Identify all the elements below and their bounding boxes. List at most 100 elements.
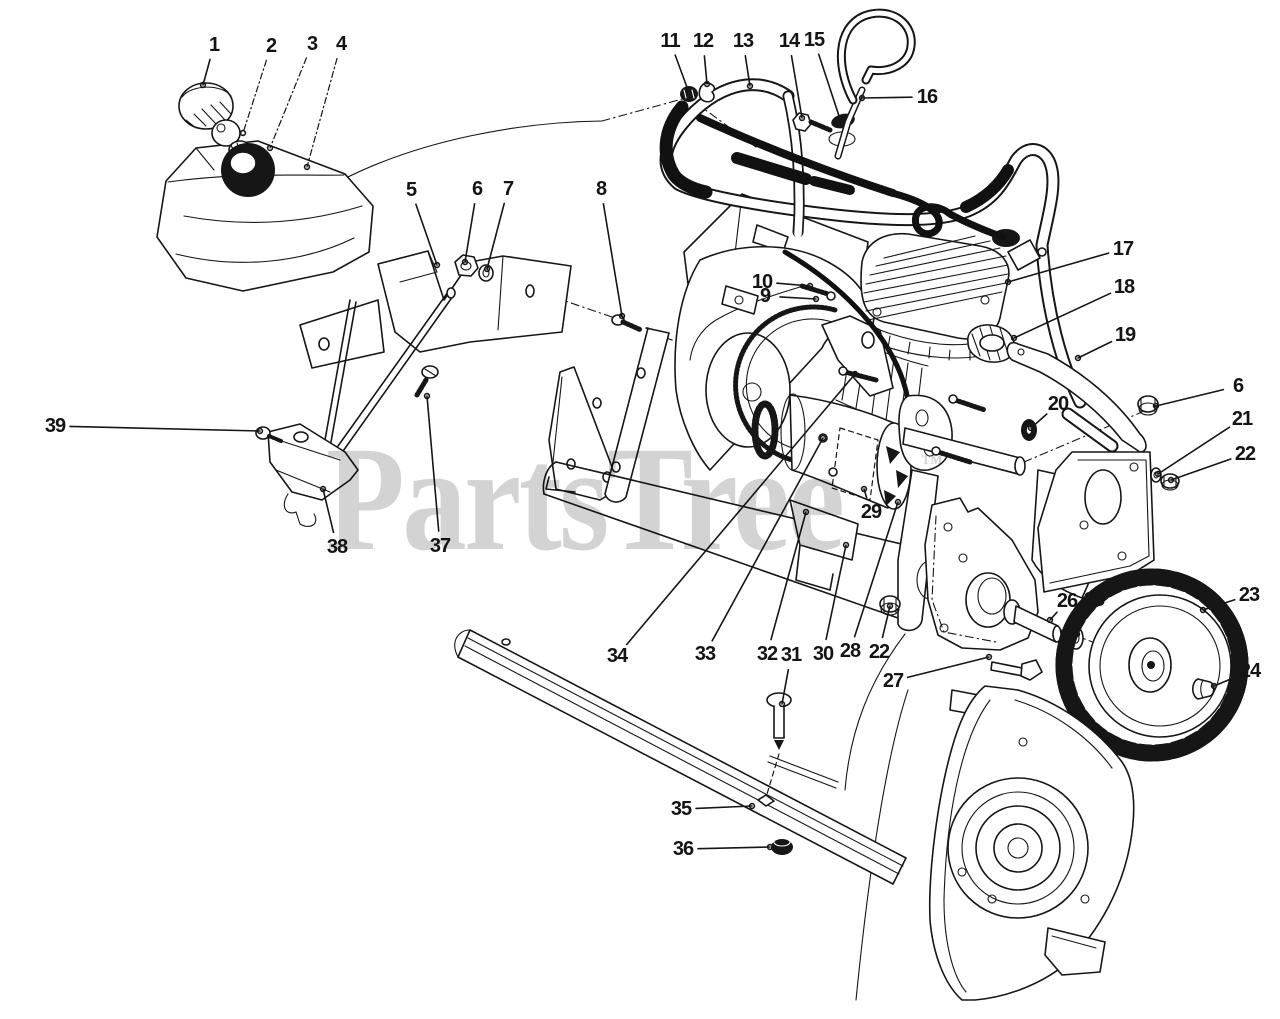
support-rod-bracket bbox=[267, 287, 456, 527]
leader-line-26 bbox=[1049, 611, 1058, 621]
callout-27: 27 bbox=[883, 653, 993, 692]
leader-endpoint-27 bbox=[985, 653, 993, 661]
leader-line-36 bbox=[697, 846, 771, 850]
blade-bar bbox=[454, 629, 907, 885]
leader-endpoint-23 bbox=[1199, 606, 1207, 614]
leader-endpoint-11 bbox=[684, 86, 692, 94]
leader-endpoint-35 bbox=[748, 802, 756, 810]
axle-cap bbox=[1191, 678, 1215, 700]
watermark-trademark: ™ bbox=[921, 450, 943, 475]
leader-line-6 bbox=[464, 203, 476, 263]
leader-line-16 bbox=[861, 96, 913, 99]
leader-line-4 bbox=[306, 57, 338, 168]
part-number-20: 20 bbox=[1048, 393, 1069, 415]
leader-line-28 bbox=[853, 501, 899, 638]
leader-line-24 bbox=[1213, 675, 1237, 687]
watermark: PartsTree bbox=[326, 424, 845, 574]
leader-endpoint-7 bbox=[483, 265, 491, 273]
nut-22a bbox=[1160, 473, 1180, 489]
callout-14: 14 bbox=[779, 30, 806, 122]
part-number-27: 27 bbox=[883, 670, 904, 692]
leader-line-20 bbox=[1030, 413, 1048, 429]
leader-line-10 bbox=[776, 282, 811, 287]
callout-16: 16 bbox=[858, 86, 939, 108]
leader-line-14 bbox=[790, 54, 803, 119]
leader-endpoint-3 bbox=[266, 144, 274, 152]
callout-35: 35 bbox=[671, 798, 756, 820]
callout-26: 26 bbox=[1046, 590, 1079, 624]
leader-endpoint-22 bbox=[1167, 476, 1175, 484]
starter-pinion bbox=[751, 400, 779, 460]
part-number-19: 19 bbox=[1115, 324, 1136, 346]
callout-38: 38 bbox=[319, 485, 349, 558]
callout-18: 18 bbox=[1010, 276, 1136, 342]
spark-plug bbox=[1007, 239, 1041, 271]
part-number-18: 18 bbox=[1114, 276, 1135, 298]
leader-endpoint-13 bbox=[746, 82, 754, 90]
leader-endpoint-9 bbox=[812, 295, 820, 303]
leader-endpoint-33 bbox=[819, 434, 827, 442]
part-number-25: 25 bbox=[1084, 589, 1105, 611]
leader-endpoint-26 bbox=[1046, 616, 1054, 624]
callout-36: 36 bbox=[673, 838, 774, 860]
callout-7: 7 bbox=[483, 178, 515, 273]
callout-19: 19 bbox=[1074, 324, 1137, 362]
callout-20: 20 bbox=[1027, 393, 1070, 432]
leader-endpoint-30 bbox=[842, 541, 850, 549]
callout-22: 22 bbox=[1167, 443, 1257, 484]
fuel-cap bbox=[178, 82, 234, 130]
leader-line-34 bbox=[625, 373, 856, 646]
handle-grip bbox=[731, 152, 812, 185]
leader-endpoint-1 bbox=[199, 81, 207, 89]
blower-housing bbox=[844, 633, 1135, 1001]
part-number-38: 38 bbox=[327, 536, 348, 558]
leader-line-17 bbox=[1007, 252, 1110, 283]
watermark-text: PartsTree bbox=[326, 416, 845, 582]
leader-endpoint-31 bbox=[778, 700, 786, 708]
part-number-26: 26 bbox=[1057, 590, 1078, 612]
leader-endpoint-20 bbox=[1027, 424, 1035, 432]
upper-bracket bbox=[299, 250, 572, 369]
leader-line-29 bbox=[863, 488, 868, 499]
leader-line-25 bbox=[1076, 612, 1089, 635]
leader-endpoint-39 bbox=[256, 427, 264, 435]
hex-nut-6 bbox=[454, 254, 479, 277]
part-number-1: 1 bbox=[209, 34, 220, 56]
leader-line-37 bbox=[426, 395, 440, 532]
leader-line-12 bbox=[703, 55, 708, 85]
callout-24: 24 bbox=[1210, 660, 1263, 690]
part-number-22: 22 bbox=[1235, 443, 1256, 465]
leader-endpoint-6 bbox=[1152, 402, 1160, 410]
leader-endpoint-2 bbox=[239, 129, 247, 137]
callout-23: 23 bbox=[1199, 584, 1261, 614]
leader-endpoint-22 bbox=[886, 602, 894, 610]
callout-8: 8 bbox=[596, 178, 626, 320]
leader-line-6 bbox=[1155, 388, 1225, 407]
callout-31: 31 bbox=[778, 644, 803, 708]
callout-13: 13 bbox=[733, 30, 755, 90]
part-number-9: 9 bbox=[760, 285, 771, 307]
part-number-22: 22 bbox=[869, 641, 890, 663]
callout-10: 10 bbox=[752, 271, 814, 293]
callout-9: 9 bbox=[760, 285, 820, 307]
part-number-8: 8 bbox=[596, 178, 607, 200]
part-number-23: 23 bbox=[1239, 584, 1260, 606]
part-number-31: 31 bbox=[781, 644, 802, 666]
leader-endpoint-19 bbox=[1074, 354, 1082, 362]
leader-line-35 bbox=[695, 805, 753, 810]
drive-wheel bbox=[1055, 568, 1249, 762]
part-number-15: 15 bbox=[804, 29, 825, 51]
part-number-13: 13 bbox=[733, 30, 754, 52]
part-number-30: 30 bbox=[813, 643, 834, 665]
throttle-cable bbox=[689, 283, 836, 361]
handle-grip bbox=[659, 100, 713, 199]
leader-endpoint-12 bbox=[703, 80, 711, 88]
leader-endpoint-37 bbox=[423, 392, 431, 400]
part-number-2: 2 bbox=[266, 35, 277, 57]
part-number-37: 37 bbox=[430, 535, 451, 557]
leader-endpoint-21 bbox=[1154, 470, 1162, 478]
leader-endpoint-4 bbox=[303, 163, 311, 171]
part-number-28: 28 bbox=[840, 640, 861, 662]
